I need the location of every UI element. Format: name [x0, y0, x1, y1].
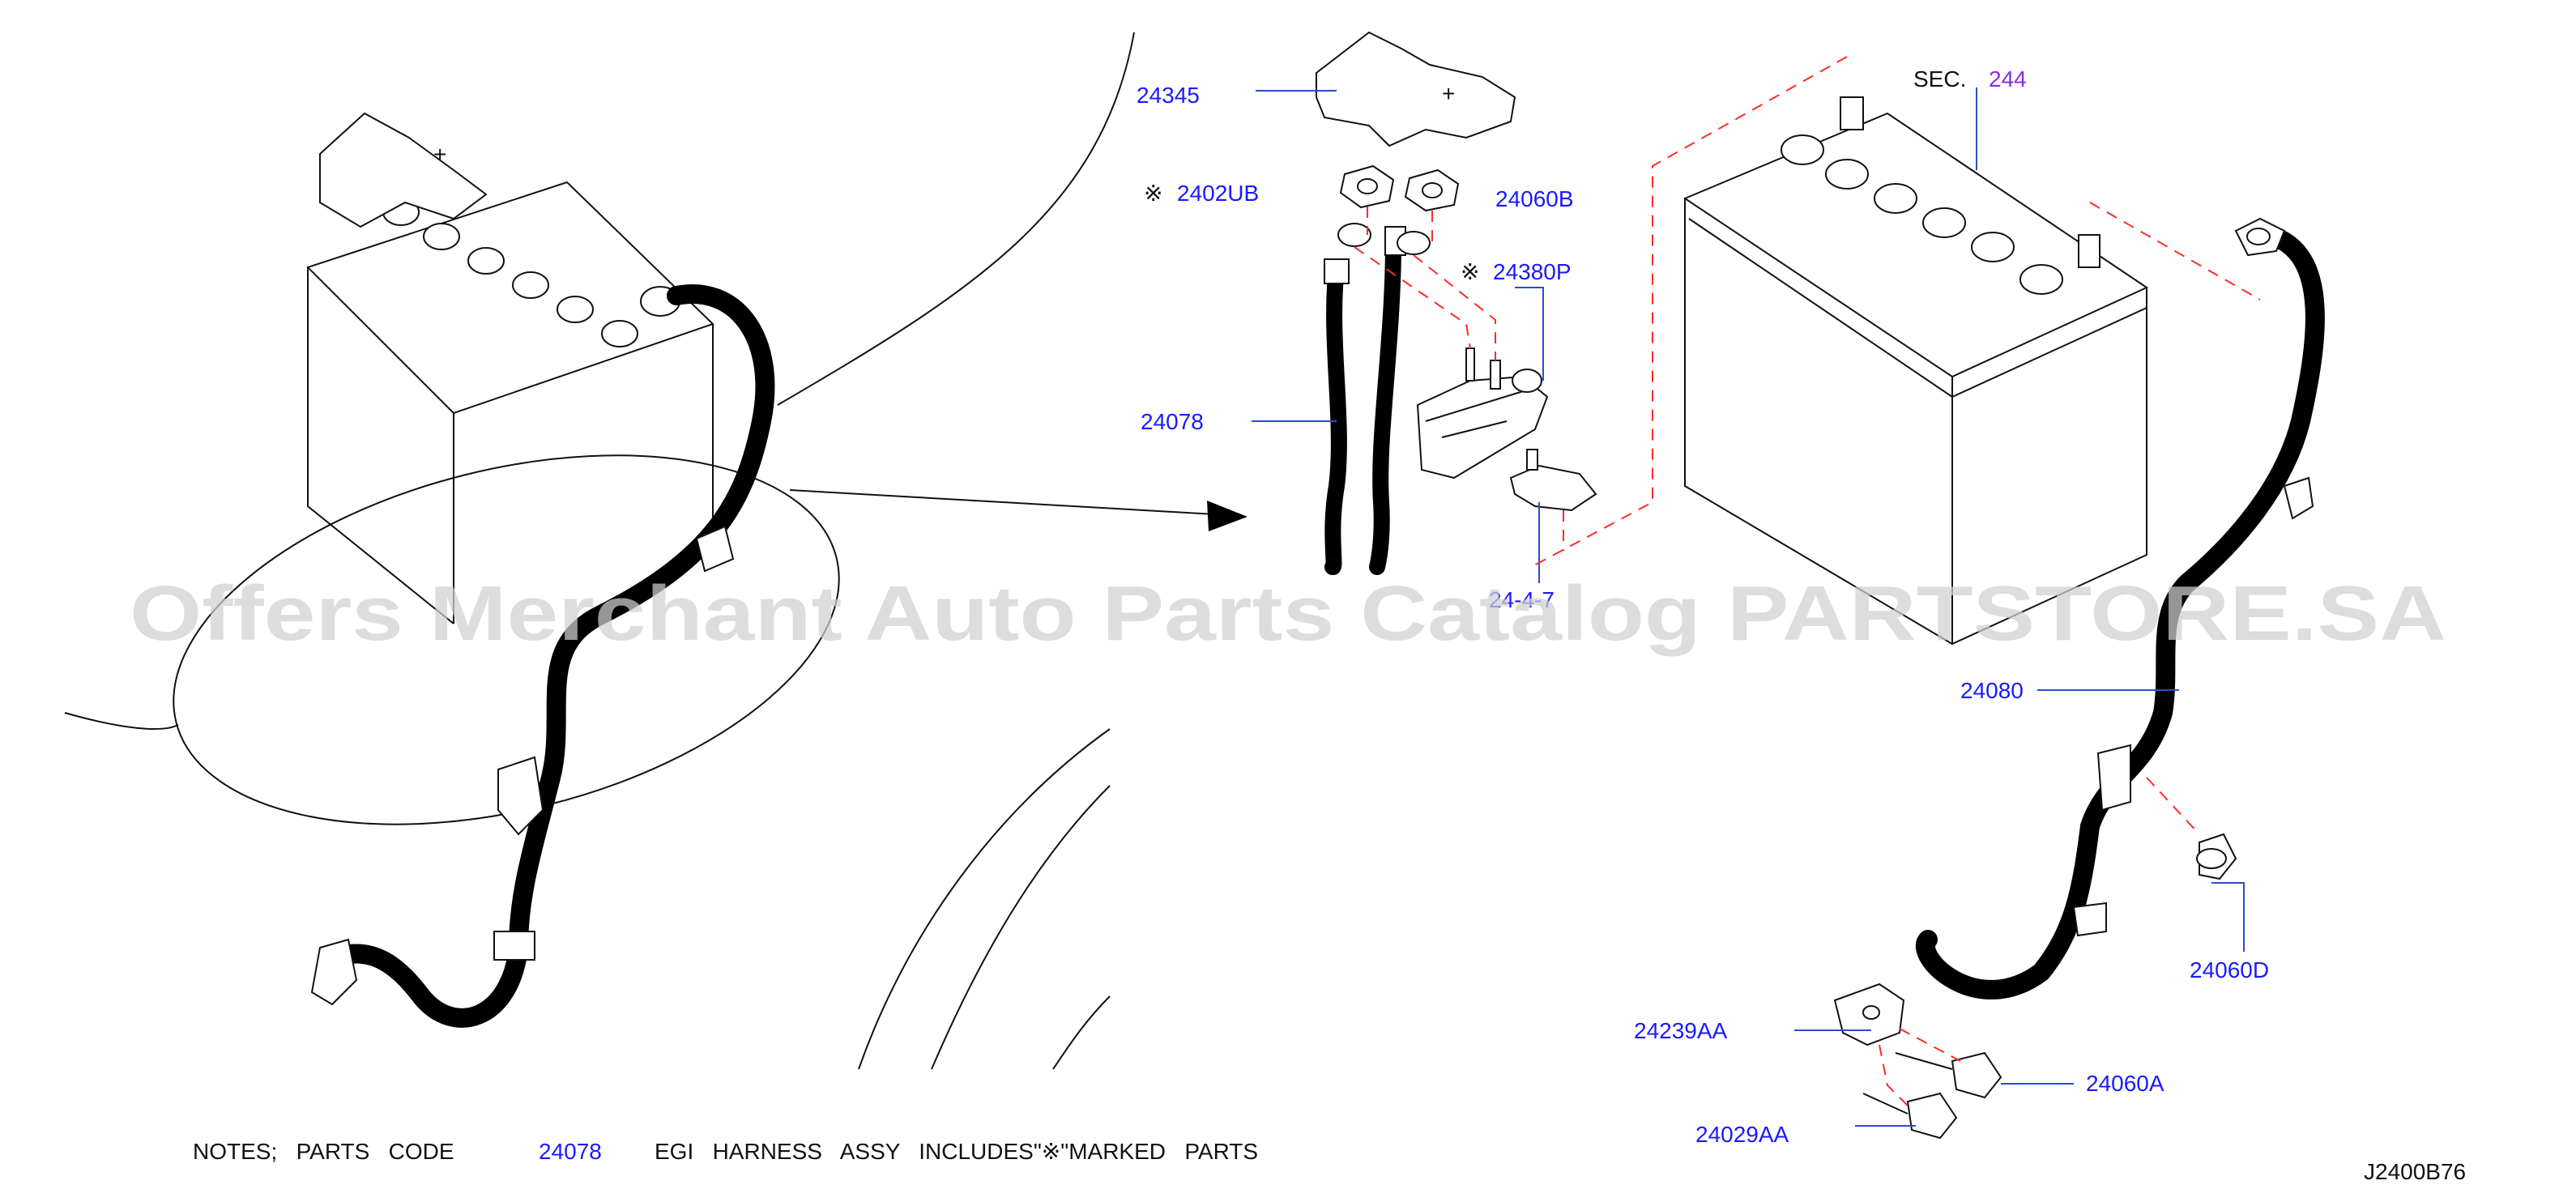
watermark: Offers Merchant Auto Parts Catalog PARTS… — [130, 570, 2446, 657]
harness-cable — [1369, 235, 1401, 575]
asterisk-mark: ※ — [1144, 181, 1162, 206]
terminal-clamp — [1509, 464, 1597, 512]
callout-24345: 24345 — [1137, 83, 1200, 108]
assembly-line — [1354, 246, 1471, 349]
nut-2402ub — [1339, 164, 1395, 209]
notes-code: 24078 — [539, 1139, 602, 1164]
callout-24239aa: 24239AA — [1634, 1018, 1728, 1043]
notes-prefix: NOTES; PARTS CODE — [193, 1139, 454, 1164]
terminal-cover — [1316, 31, 1516, 147]
svg-text:+: + — [433, 142, 446, 167]
assembly-line — [1879, 1044, 1913, 1110]
assembly-line — [2146, 777, 2200, 835]
detail-arrow — [789, 489, 1216, 515]
assembly-line — [2089, 202, 2261, 300]
callout-24340-partial: 24-4-7 — [1489, 587, 1555, 612]
body-contour-line — [931, 785, 1111, 1070]
callout-24060a: 24060A — [2086, 1071, 2164, 1096]
ground-cable-24080 — [1916, 225, 2325, 1000]
callout-24080: 24080 — [1960, 678, 2024, 703]
battery — [1683, 112, 2149, 378]
body-contour-line — [64, 712, 179, 730]
asterisk-mark: ※ — [1461, 259, 1479, 284]
leader-line — [1515, 287, 1544, 381]
leader-line — [2211, 882, 2245, 952]
body-contour-line — [858, 728, 1111, 1070]
battery-context: + — [306, 112, 714, 624]
callout-24060d: 24060D — [2190, 957, 2269, 982]
detail-arrow-head — [1207, 501, 1247, 531]
exploded-terminal-view: + — [1252, 31, 1597, 583]
callout-24060b: 24060B — [1495, 186, 1574, 211]
nut-24060b — [1404, 168, 1460, 212]
section-label: SEC. — [1913, 66, 1966, 92]
notes-suffix: EGI HARNESS ASSY INCLUDES"※"MARKED PARTS — [655, 1139, 1258, 1164]
callout-24029aa: 24029AA — [1695, 1122, 1789, 1147]
callout-2402ub: 2402UB — [1177, 181, 1259, 206]
bracket-24239aa — [1833, 982, 1905, 1046]
diagram-id: J2400B76 — [2364, 1159, 2466, 1184]
bolt-24029aa — [1906, 1092, 1958, 1140]
body-contour-line — [777, 32, 1135, 406]
ground-cable — [331, 284, 775, 1028]
harness-cable — [1324, 259, 1347, 575]
section-number: 244 — [1989, 66, 2027, 92]
body-contour-line — [1052, 995, 1111, 1070]
battery-assembly-view — [1530, 56, 2325, 1140]
context-view: + — [64, 32, 1247, 1070]
assembly-line — [1413, 254, 1496, 360]
bolt-24060a — [1951, 1051, 2002, 1099]
callout-24078: 24078 — [1141, 409, 1204, 434]
svg-text:+: + — [1442, 81, 1455, 106]
assembly-line — [1530, 56, 1848, 568]
callout-24380p: 24380P — [1493, 259, 1572, 284]
